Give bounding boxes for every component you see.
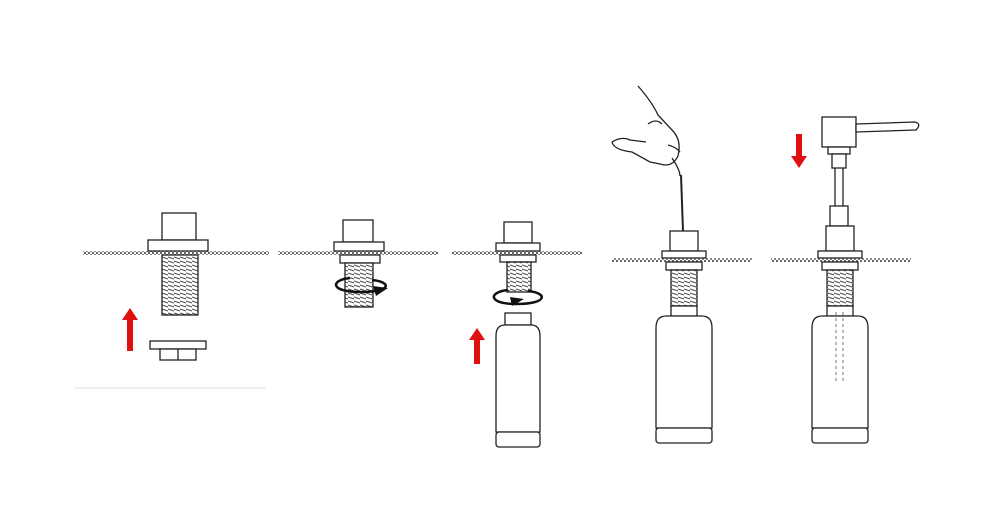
flange (495, 242, 541, 252)
threaded-shank (161, 254, 199, 316)
flange (147, 239, 209, 252)
flange (333, 241, 385, 252)
up-arrow-icon (122, 308, 138, 351)
upper-nut (665, 261, 703, 271)
step-2 (278, 219, 438, 308)
rotate-clockwise-icon (492, 288, 543, 306)
countertop (452, 251, 582, 255)
step-5 (771, 116, 920, 444)
step-4 (611, 85, 752, 444)
dispenser-pump-head (821, 116, 920, 227)
step-3 (452, 221, 582, 448)
soap-bottle (811, 305, 869, 444)
upper-nut (339, 254, 381, 264)
hand-with-refill-bottle-icon (611, 85, 681, 177)
countertop (278, 251, 438, 255)
countertop (612, 258, 752, 262)
pump-head-cap (161, 212, 197, 241)
soap-bottle (495, 312, 541, 448)
locking-nut (149, 340, 207, 361)
threaded-shank (506, 261, 532, 293)
down-arrow-icon (791, 134, 807, 168)
rotate-clockwise-icon (335, 276, 388, 296)
step-1 (75, 212, 269, 389)
threaded-shank (826, 269, 854, 307)
up-arrow-icon (469, 328, 485, 364)
flange (661, 250, 707, 259)
pour-nozzle (680, 174, 684, 232)
pump-head-cap (342, 219, 374, 243)
pump-body-cap (825, 225, 855, 252)
flange (817, 250, 863, 259)
countertop (83, 251, 269, 255)
soap-bottle (655, 305, 713, 444)
upper-nut (499, 254, 537, 263)
countertop (771, 258, 911, 262)
pump-head-cap (503, 221, 533, 244)
pump-head-cap (669, 230, 699, 252)
upper-nut (821, 261, 859, 271)
threaded-shank (344, 262, 374, 308)
threaded-shank (670, 269, 698, 307)
